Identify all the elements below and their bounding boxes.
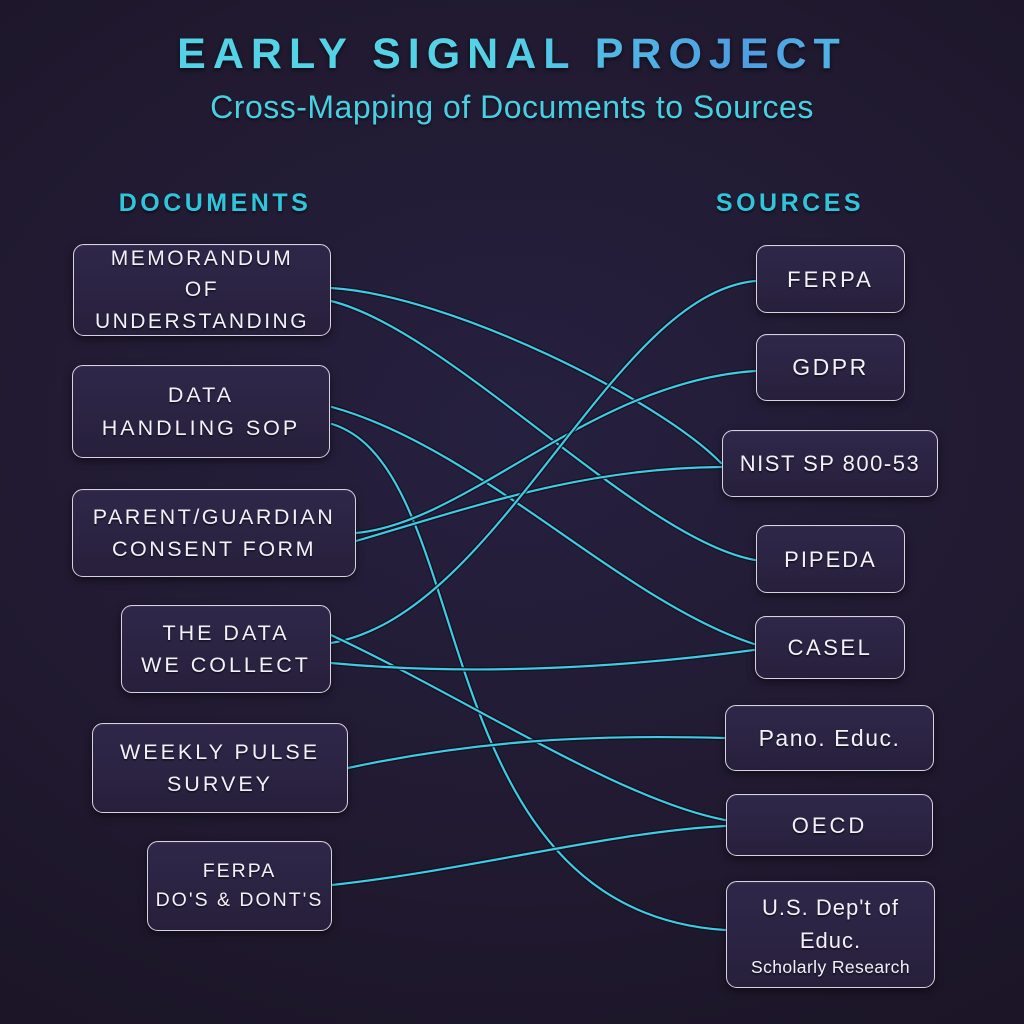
edge-pgcf-gdpr [354,369,757,535]
document-node-label: WEEKLY PULSE SURVEY [119,739,321,796]
source-node-label: CASEL [787,635,873,660]
edge-halo-mou-nist [330,285,723,465]
document-node-label: THE DATA WE COLLECT [141,620,311,677]
edge-halo-tdwc-oecd [330,632,726,823]
document-node-mou: MEMORANDUM OF UNDERSTANDING [73,244,331,336]
document-node-tdwc: THE DATA WE COLLECT [121,605,331,693]
source-node-usde: U.S. Dep't of Educ. Scholarly Research [726,881,935,988]
document-node-label: DATA HANDLING SOP [101,383,301,440]
document-node-wps: WEEKLY PULSE SURVEY [92,723,348,813]
edge-tdwc-oecd [329,633,727,822]
document-node-label: PARENT/GUARDIAN CONSENT FORM [92,504,336,561]
document-node-fdd: FERPA DO'S & DONT'S [147,841,332,931]
sources-column-header: SOURCES [715,189,865,217]
edge-halo-pgcf-nist [355,464,722,544]
source-node-label: GDPR [792,354,869,381]
document-node-pgcf: PARENT/GUARDIAN CONSENT FORM [72,489,356,577]
edge-wps-pano [346,735,726,770]
source-node-casel: CASEL [755,616,905,679]
edge-mou-pipeda [329,299,757,562]
edge-fdd-oecd [330,824,727,887]
edge-dhs-casel [330,405,756,646]
source-node-gdpr: GDPR [756,334,905,401]
document-node-label: FERPA DO'S & DONT'S [155,859,324,911]
source-node-label: NIST SP 800-53 [739,451,921,476]
document-node-dhs: DATA HANDLING SOP [72,365,330,458]
source-node-label: Pano. Educ. [758,724,901,751]
page-title: EARLY SIGNAL PROJECT [0,30,1024,79]
documents-column-header: DOCUMENTS [118,189,312,217]
document-node-label: MEMORANDUM OF UNDERSTANDING [94,246,310,333]
page-subtitle: Cross-Mapping of Documents to Sources [210,89,814,125]
edge-mou-nist [329,286,723,465]
source-node-pano: Pano. Educ. [725,705,934,771]
edge-dhs-usde [330,422,727,932]
source-node-label: OECD [791,812,868,838]
source-node-label: PIPEDA [784,546,877,572]
source-node-sublabel: Scholarly Research [751,956,910,977]
edge-halo-fdd-oecd [331,823,726,888]
source-node-label: U.S. Dep't of Educ. [761,894,900,953]
source-node-oecd: OECD [726,794,933,856]
edge-tdwc-ferpa [329,279,757,645]
edge-pgcf-nist [354,465,723,543]
source-node-nist: NIST SP 800-53 [722,430,938,497]
source-node-ferpa: FERPA [756,245,905,313]
edge-tdwc-casel [329,648,756,671]
source-node-pipeda: PIPEDA [756,525,905,593]
edge-halo-tdwc-ferpa [330,278,756,646]
source-node-label: FERPA [787,266,874,292]
